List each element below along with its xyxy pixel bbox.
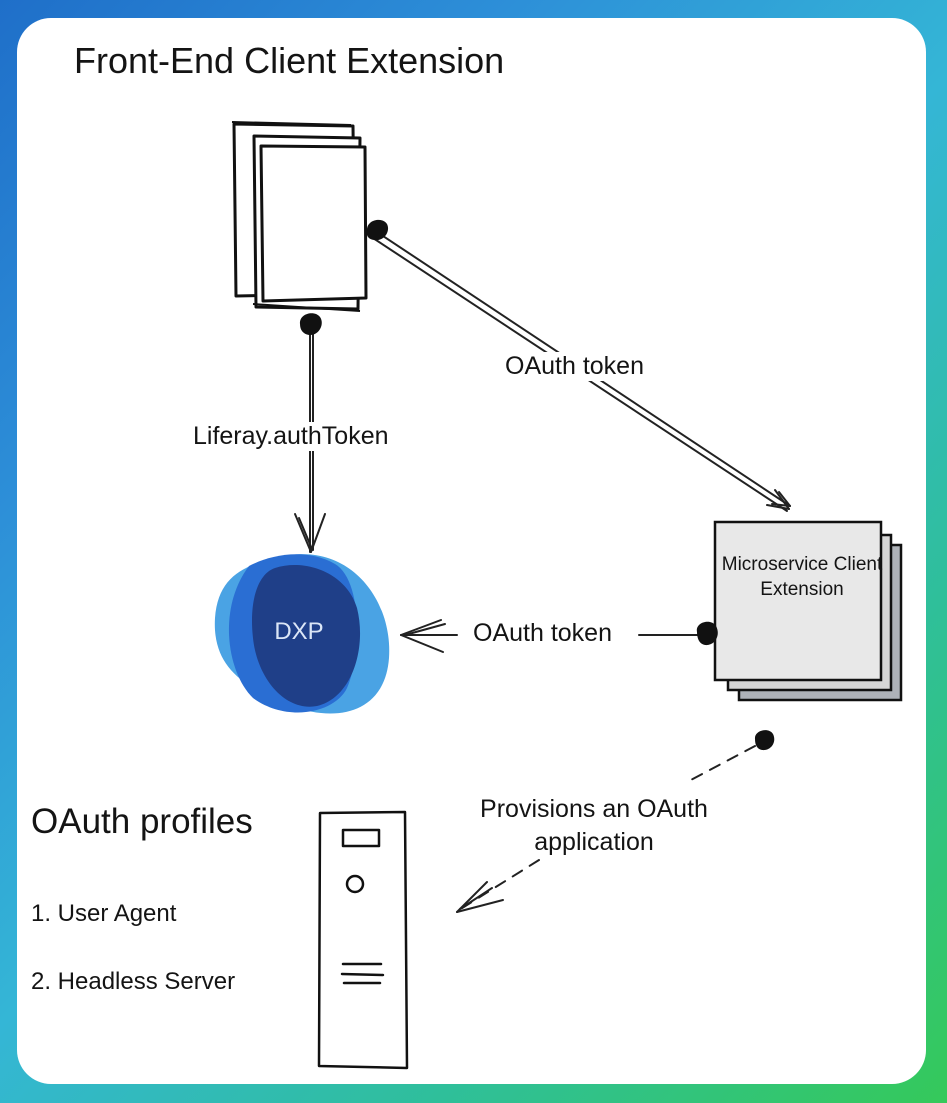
edge-dot-microservice-left bbox=[696, 621, 718, 646]
diagram-card: Front-End Client Extension OAuth token L… bbox=[17, 18, 926, 1084]
edge-label-microservice-dxp: OAuth token bbox=[469, 619, 616, 648]
frontend-pages-icon bbox=[231, 121, 368, 312]
edge-dot-frontend-right bbox=[366, 219, 389, 241]
edge-dot-microservice-bottom bbox=[754, 730, 775, 751]
dxp-label: DXP bbox=[274, 618, 324, 645]
diagram-canvas bbox=[214, 121, 903, 1070]
edge-label-frontend-dxp: Liferay.authToken bbox=[189, 422, 393, 451]
edge-label-microservice-server: Provisions an OAuth application bbox=[465, 793, 723, 859]
edge-dot-frontend-bottom bbox=[299, 313, 322, 336]
edge-microservice-to-dxp bbox=[400, 619, 708, 653]
edge-label-frontend-microservice: OAuth token bbox=[501, 352, 648, 381]
microservice-label: Microservice Client Extension bbox=[721, 554, 883, 600]
dxp-node bbox=[214, 554, 390, 714]
microservice-node bbox=[713, 520, 903, 702]
oauth-profiles-title: OAuth profiles bbox=[31, 802, 253, 841]
oauth-profile-item: 2. Headless Server bbox=[31, 968, 236, 995]
oauth-profile-item: 1. User Agent bbox=[31, 900, 177, 927]
server-tower-icon bbox=[317, 810, 409, 1070]
page-title: Front-End Client Extension bbox=[74, 40, 505, 81]
edge-microservice-to-server bbox=[456, 745, 756, 913]
